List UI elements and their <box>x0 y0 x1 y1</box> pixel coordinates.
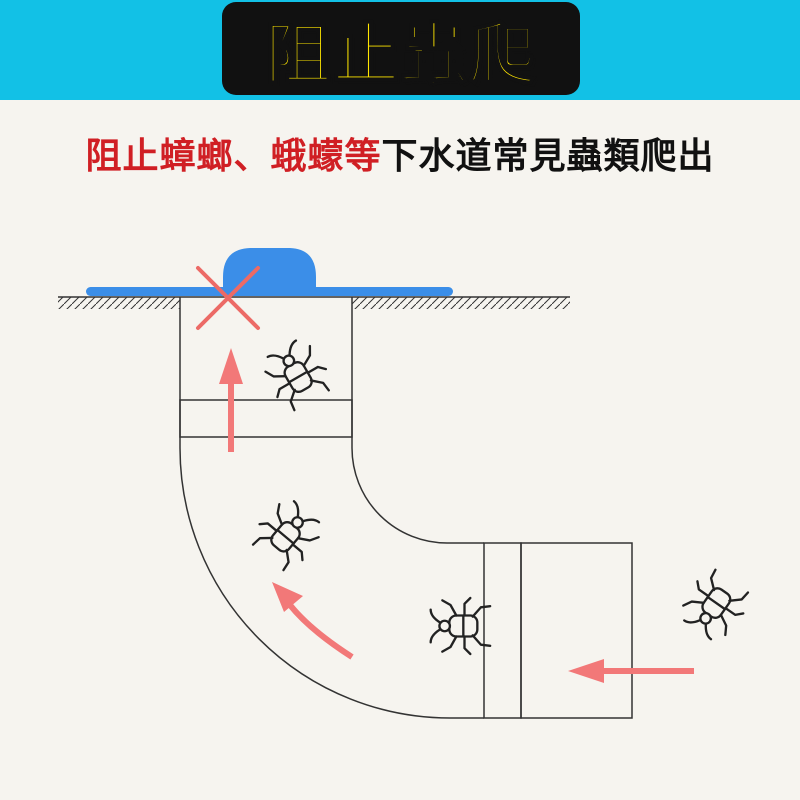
subtitle-highlight: 阻止蟑螂、蛾蠓等 <box>85 136 382 177</box>
left-arrow-icon <box>568 659 694 683</box>
ground-surface <box>58 296 570 309</box>
subtitle-rest: 下水道常見蟲類爬出 <box>381 136 715 177</box>
bug-icon <box>673 563 756 648</box>
drain-cap-icon <box>86 248 453 296</box>
page-title: 阻止蟲爬 <box>264 15 537 94</box>
title-box <box>222 2 580 95</box>
up-arrow-icon <box>219 348 243 452</box>
bug-icon <box>429 596 492 656</box>
blocked-x-icon <box>196 266 260 330</box>
bug-icon <box>256 333 337 416</box>
subtitle: 阻止蟑螂、蛾蠓等下水道常見蟲類爬出 <box>0 125 800 181</box>
bug-icon <box>245 492 330 577</box>
drain-pipe <box>179 297 633 719</box>
curved-arrow-icon <box>272 582 354 660</box>
